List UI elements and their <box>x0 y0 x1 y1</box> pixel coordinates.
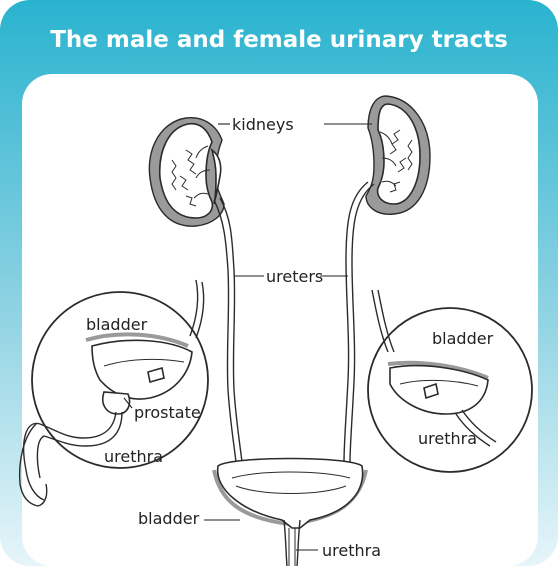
diagram-title: The male and female urinary tracts <box>50 27 508 53</box>
left-kidney <box>149 118 224 226</box>
label-prostate: prostate <box>134 403 201 422</box>
label-male-urethra: urethra <box>104 447 163 466</box>
label-center-bladder: bladder <box>138 509 200 528</box>
label-center-urethra: urethra <box>322 541 381 560</box>
label-female-bladder: bladder <box>432 329 494 348</box>
label-male-bladder: bladder <box>86 315 148 334</box>
label-kidneys: kidneys <box>232 115 294 134</box>
label-ureters: ureters <box>266 267 323 286</box>
label-female-urethra: urethra <box>418 429 477 448</box>
